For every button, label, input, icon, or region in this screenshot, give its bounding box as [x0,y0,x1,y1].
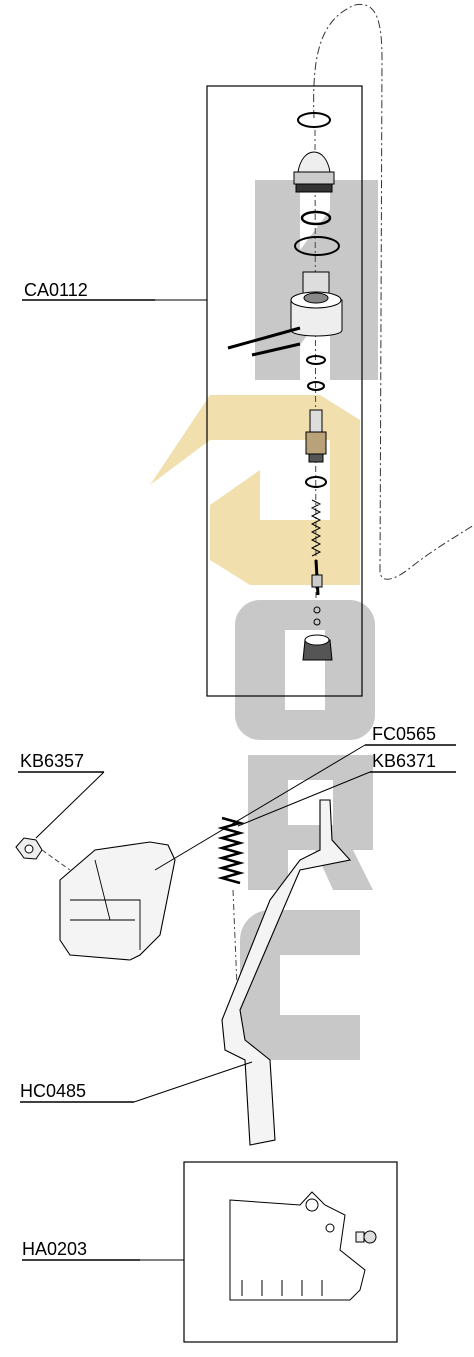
kb6357-leader [35,771,105,839]
o-ring-large [294,236,340,256]
fc0565-leader [154,744,366,871]
label-kb6371: KB6371 [372,751,436,771]
label-ca0112: CA0112 [24,280,88,300]
pin-1 [227,326,301,350]
ca0112-parts [227,112,343,661]
watermark-letter-o [235,600,375,740]
o-ring-top [297,112,331,128]
hc0485-lever [221,799,352,1146]
label-ha0203: HA0203 [22,1239,87,1259]
label-hc0485: HC0485 [20,1081,86,1101]
washer-small-1 [300,210,332,226]
nozzle-cap [297,151,331,173]
watermark-letter-c [240,910,360,1060]
kb6371-leader [237,771,371,827]
routing-line [313,3,474,580]
hc0485-leader [133,1061,253,1103]
ha0203-part [229,1191,366,1301]
valve-body [302,271,330,295]
ha0203-ticks [241,1280,323,1296]
seal-small-2 [313,618,321,626]
washer-small-2 [306,355,326,365]
needle-housing [309,409,323,433]
ca0112-assembly-frame [206,85,363,697]
pin-2 [251,342,301,357]
ha0203-assembly-frame [183,1161,398,1343]
washer-small-3 [307,381,325,391]
o-ring-mid [305,476,327,488]
label-fc0565: FC0565 [372,724,436,744]
kb6357-nut [15,837,43,860]
ha0203-pin [355,1230,377,1244]
leader-lines [18,299,456,1261]
fc0565-guard [59,841,176,961]
seal-small-1 [313,606,321,614]
needle-spring [310,499,322,557]
watermark-letter-w [150,395,360,585]
watermark-letter-r [248,755,373,890]
kb6371-spring [217,816,245,885]
label-kb6357: KB6357 [20,751,84,771]
